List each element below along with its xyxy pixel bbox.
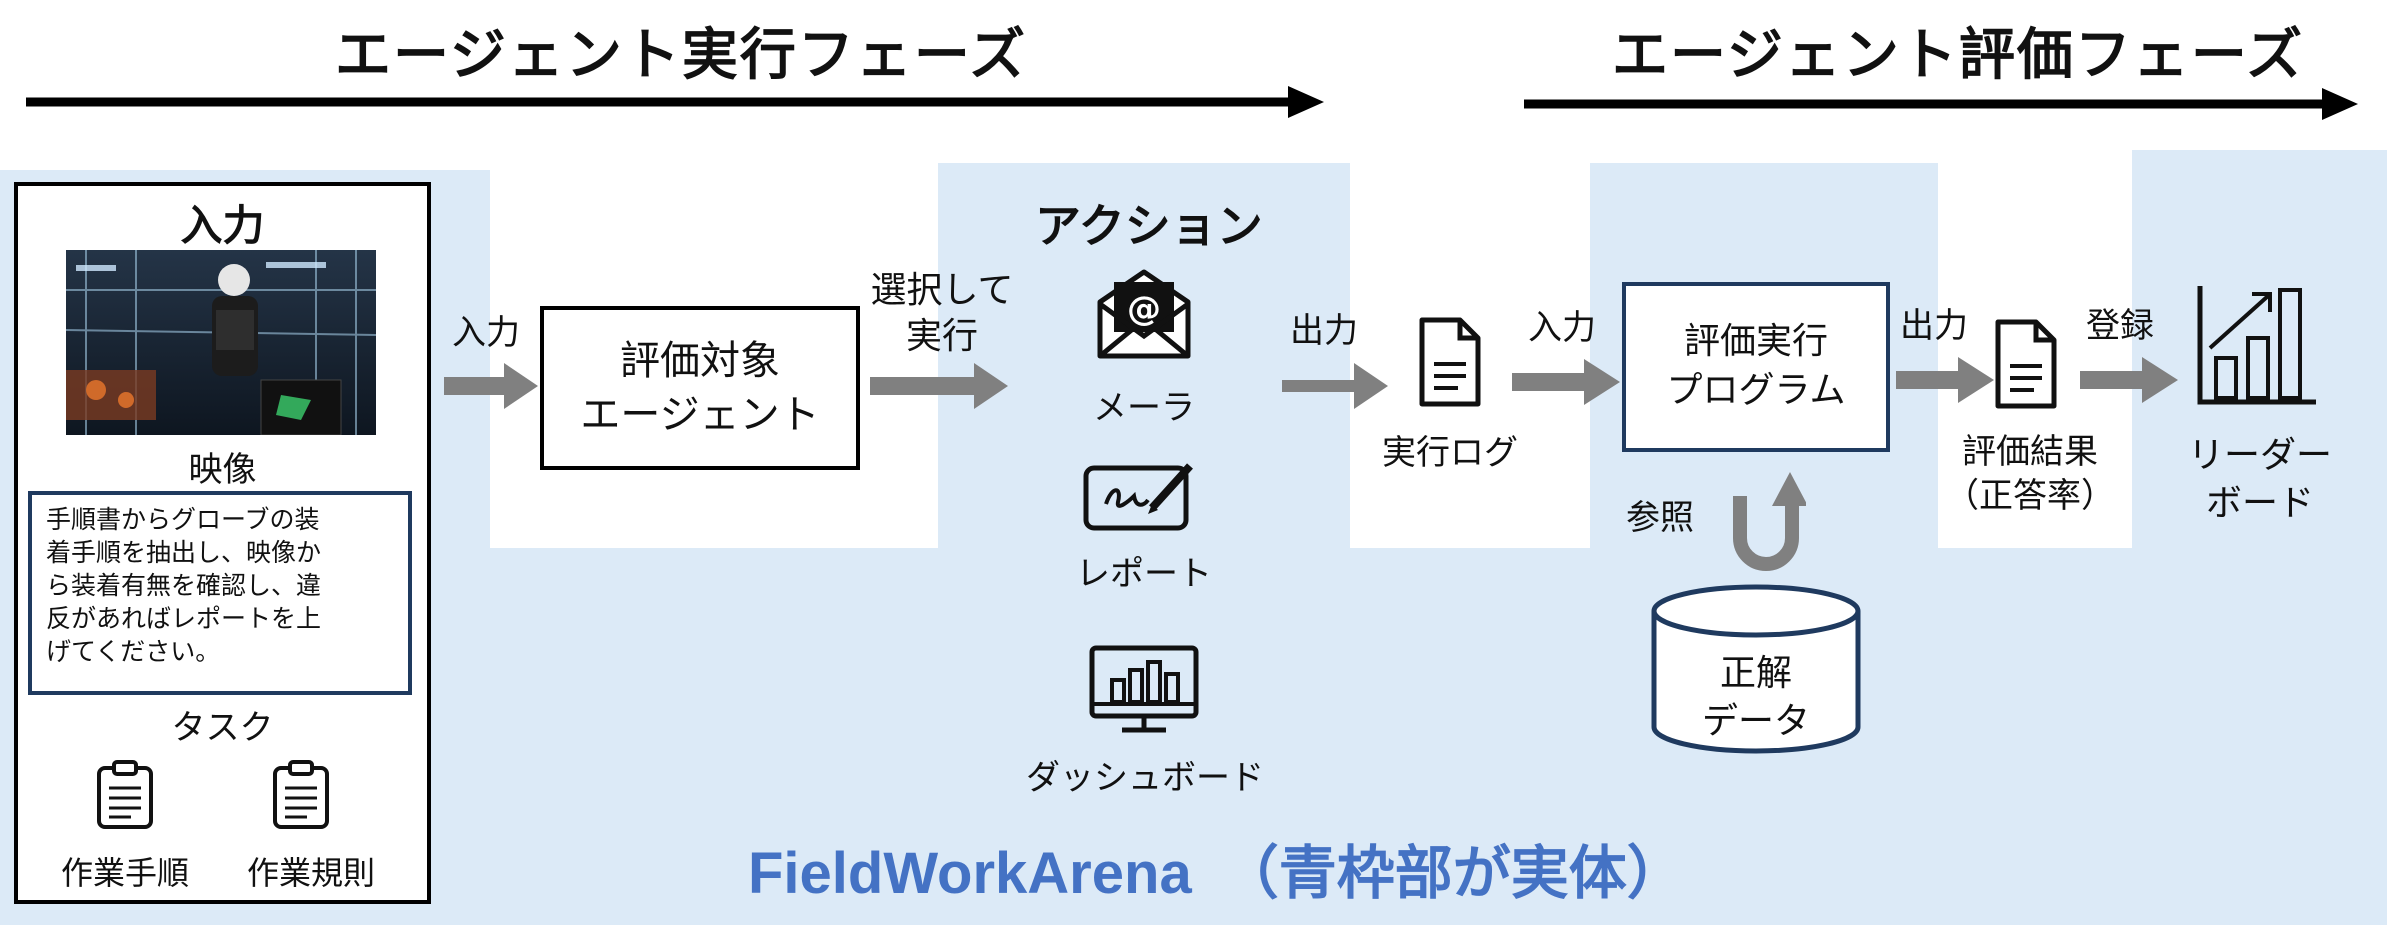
task-text-line: げてください。: [46, 637, 221, 666]
target-agent-box: 評価対象 エージェント: [540, 306, 860, 470]
task-text-line: 反があればレポートを上: [46, 604, 322, 633]
output-label-2: 出力: [1900, 306, 1968, 346]
bg-region-actions: [938, 163, 1350, 563]
input-panel-title: 入力: [180, 201, 265, 250]
work-rules-label: 作業規則: [246, 854, 375, 892]
work-procedure-label: 作業手順: [60, 854, 189, 892]
eval-program-box: 評価実行 プログラム: [1622, 282, 1890, 452]
envelope-icon: @: [1097, 269, 1191, 359]
input-label-2: 入力: [1528, 308, 1596, 348]
task-label: タスク: [171, 708, 274, 748]
select-execute-arrow: [870, 363, 1008, 409]
select-execute-label: 選択して 実行: [870, 270, 1014, 357]
eval-program-line: 評価実行: [1683, 321, 1828, 363]
ground-truth-label: 正解 データ: [1701, 653, 1810, 742]
clipboard-icon: [97, 760, 153, 829]
output-arrow-1: [1282, 363, 1388, 409]
input-arrow: [444, 363, 538, 409]
register-arrow: [2080, 357, 2178, 403]
action-dashboard-label: ダッシュボード: [1026, 758, 1264, 798]
action-mailer-label: メーラ: [1093, 388, 1195, 428]
clipboard-icon: [273, 760, 329, 829]
bg-region-evaluator: [1350, 565, 1590, 575]
task-text-box: 手順書からグローブの装 着手順を抽出し、映像か ら装着有無を確認し、違 反があれ…: [28, 491, 412, 695]
database-cylinder-icon: [1651, 584, 1861, 754]
execution-phase-arrow: [26, 86, 1324, 118]
monitor-chart-icon: [1089, 645, 1199, 733]
task-text-line: 着手順を抽出し、映像か: [46, 538, 322, 567]
evaluation-phase-arrow: [1524, 88, 2358, 120]
document-icon: [1419, 317, 1481, 407]
signature-pad-icon: [1083, 463, 1193, 531]
u-turn-arrow-icon: [1733, 472, 1806, 571]
leaderboard-label: リーダー ボード: [2187, 435, 2332, 524]
target-agent-line: 評価対象: [619, 338, 780, 384]
eval-program-line: プログラム: [1666, 370, 1846, 411]
bg-region-leaderboard: [2132, 150, 2387, 580]
eval-result-label: 評価結果 （正答率）: [1945, 432, 2115, 516]
action-report-label: レポート: [1076, 554, 1212, 594]
output-label-1: 出力: [1290, 311, 1358, 351]
execution-phase-title: エージェント実行フェーズ: [335, 23, 1028, 88]
evaluation-phase-title: エージェント評価フェーズ: [1612, 23, 2305, 88]
output-arrow-2: [1896, 357, 1994, 403]
svg-text:@: @: [1127, 289, 1161, 329]
actions-title: アクション: [1035, 199, 1263, 253]
exec-log-label: 実行ログ: [1382, 433, 1518, 473]
target-agent-line: エージェント: [580, 392, 820, 438]
video-label: 映像: [188, 450, 257, 490]
input-arrow-2: [1512, 359, 1620, 405]
video-thumbnail: [66, 250, 376, 435]
bar-chart-icon: [2197, 286, 2316, 405]
task-text-line: ら装着有無を確認し、違: [46, 571, 322, 600]
reference-label: 参照: [1626, 498, 1694, 538]
task-text-line: 手順書からグローブの装: [46, 505, 320, 534]
fieldworkarena-brand: FieldWorkArena （青枠部が実体）: [748, 841, 1685, 906]
register-label: 登録: [2086, 306, 2154, 346]
document-icon: [1995, 319, 2057, 409]
input-arrow-label: 入力: [452, 313, 520, 353]
